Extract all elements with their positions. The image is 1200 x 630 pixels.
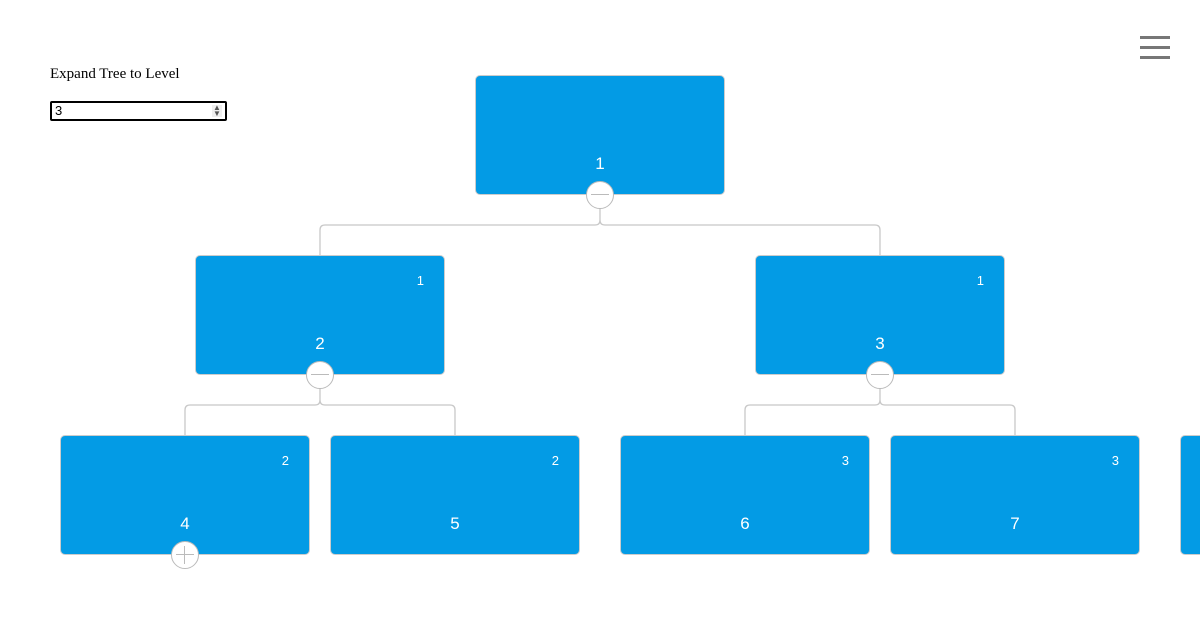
node-1[interactable]: 1 xyxy=(475,75,725,195)
node-name: 7 xyxy=(1010,514,1020,533)
parent-id: 2 xyxy=(551,453,559,468)
node-name: 5 xyxy=(450,514,460,533)
collapse-icon[interactable] xyxy=(586,181,614,209)
collapse-icon[interactable] xyxy=(306,361,334,389)
node-name: 1 xyxy=(595,154,605,173)
parent-id: 1 xyxy=(416,273,424,288)
node-name: 6 xyxy=(740,514,750,533)
parent-id: 1 xyxy=(976,273,984,288)
parent-id: 2 xyxy=(281,453,289,468)
spinner-arrows-icon[interactable]: ▲▼ xyxy=(212,103,222,118)
parent-id: 3 xyxy=(841,453,849,468)
expand-icon[interactable] xyxy=(171,541,199,569)
node-name: 4 xyxy=(180,514,190,533)
connector-1 xyxy=(319,208,881,255)
node-name: 2 xyxy=(315,334,325,353)
collapse-icon[interactable] xyxy=(866,361,894,389)
expand-level-label: Expand Tree to Level xyxy=(50,66,180,82)
parent-id: 3 xyxy=(1111,453,1119,468)
node-name: 3 xyxy=(875,334,885,353)
connector-2 xyxy=(184,388,456,435)
node-partial[interactable] xyxy=(1180,435,1200,555)
hamburger-menu-icon[interactable] xyxy=(1140,36,1170,66)
expand-level-value: 3 xyxy=(55,103,63,118)
connector-3 xyxy=(744,388,1016,435)
expand-level-input[interactable]: 3 ▲▼ xyxy=(50,101,227,121)
